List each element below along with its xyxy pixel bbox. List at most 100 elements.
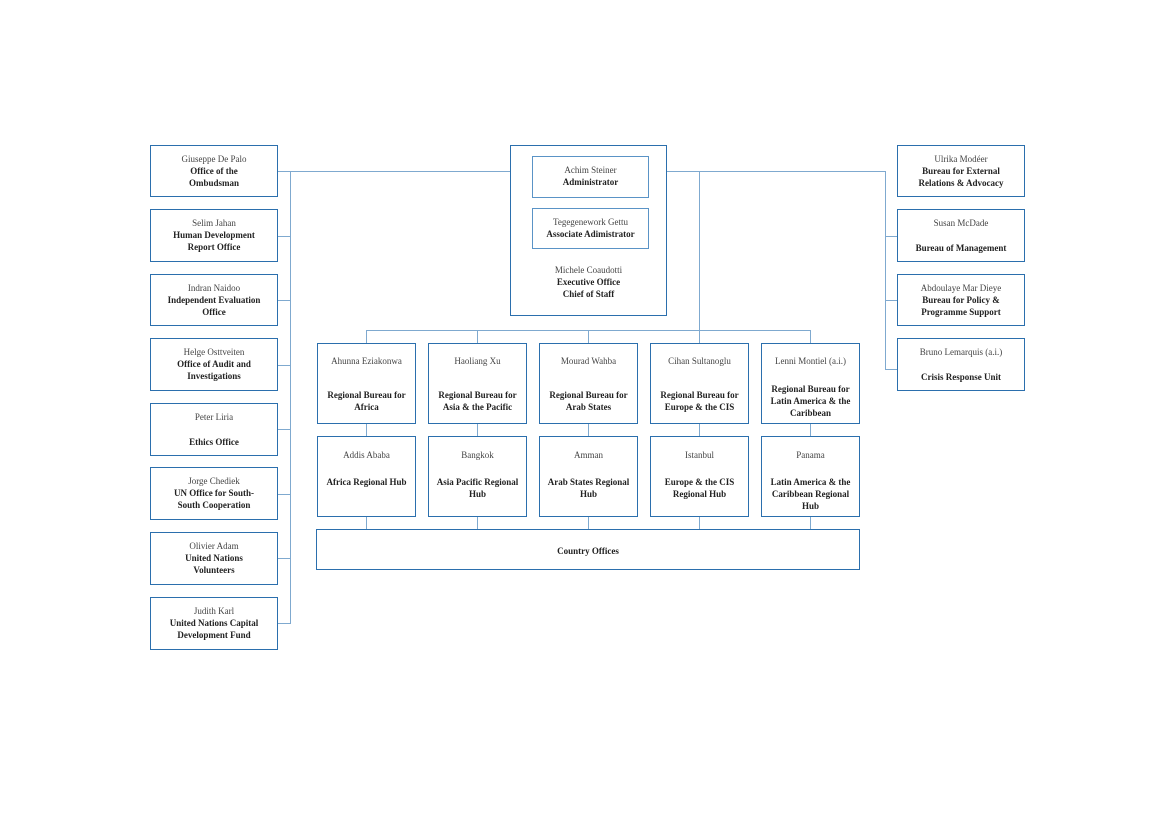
unit-title: Associate Adimistrator (546, 229, 635, 239)
org-box-evaluation: Indran Naidoo Independent Evaluation Off… (150, 274, 278, 326)
connector-bureau-hub (588, 424, 589, 436)
unit-title: Arab States Regional Hub (547, 477, 630, 499)
connector-left-stub (278, 558, 291, 559)
regional-hub-asia-pacific: Bangkok Asia Pacific Regional Hub (428, 436, 527, 517)
org-box-crisis-response: Bruno Lemarquis (a.i.) Crisis Response U… (897, 338, 1025, 391)
person-name: Lenni Montiel (a.i.) (775, 356, 846, 366)
person-name: Olivier Adam (189, 541, 239, 551)
person-name: Amman (574, 450, 603, 460)
connector-left-stub (278, 494, 291, 495)
unit-title: Crisis Response Unit (920, 372, 1001, 382)
org-box-south-south: Jorge Chediek UN Office for South-South … (150, 467, 278, 520)
person-name: Ulrika Modéer (934, 154, 988, 164)
person-name: Judith Karl (193, 606, 235, 616)
org-box-policy-programme: Abdoulaye Mar Dieye Bureau for Policy & … (897, 274, 1025, 326)
connector-right-stub (885, 369, 897, 370)
connector-left-stub (278, 300, 291, 301)
unit-title: Regional Bureau for Europe & the CIS (660, 390, 739, 412)
connector-bureau-hub (810, 424, 811, 436)
connector-right-stub (885, 236, 897, 237)
org-box-human-development: Selim Jahan Human Development Report Off… (150, 209, 278, 262)
unit-title: Asia Pacific Regional Hub (436, 477, 519, 499)
unit-title: Bureau for External Relations & Advocacy (918, 166, 1004, 188)
unit-title: Ethics Office (189, 437, 239, 447)
person-name: Helge Osttveiten (183, 347, 245, 357)
regional-bureau-africa: Ahunna Eziakonwa Regional Bureau for Afr… (317, 343, 416, 424)
unit-title: Administrator (562, 177, 619, 187)
person-name: Cihan Sultanoglu (668, 356, 731, 366)
org-box-ombudsman: Giuseppe De Palo Office of the Ombudsman (150, 145, 278, 197)
connector-hub-country (588, 517, 589, 529)
connector-left-stub (278, 429, 291, 430)
regional-hub-arab-states: Amman Arab States Regional Hub (539, 436, 638, 517)
person-name: Ahunna Eziakonwa (331, 356, 402, 366)
unit-title: United Nations Capital Development Fund (169, 618, 259, 640)
country-offices-label: Country Offices (557, 546, 619, 556)
org-box-ethics: Peter Liria Ethics Office (150, 403, 278, 456)
org-box-audit: Helge Osttveiten Office of Audit and Inv… (150, 338, 278, 391)
person-name: Tegegenework Gettu (552, 217, 629, 227)
connector-bureau-hub (699, 424, 700, 436)
connector-bureau-hub (366, 424, 367, 436)
unit-title: Bureau of Management (915, 243, 1007, 253)
regional-bureau-arab-states: Mourad Wahba Regional Bureau for Arab St… (539, 343, 638, 424)
unit-title: Executive Office Chief of Staff (556, 277, 621, 299)
unit-title: Human Development Report Office (173, 230, 255, 252)
person-name: Jorge Chediek (188, 476, 240, 486)
unit-title: Latin America & the Caribbean Regional H… (770, 477, 851, 511)
executive-office-box: Achim Steiner Administrator Tegegenework… (510, 145, 667, 316)
person-name: Achim Steiner (564, 165, 617, 175)
connector-hub-country (477, 517, 478, 529)
person-name: Indran Naidoo (187, 283, 241, 293)
connector-bureau-drop (477, 330, 478, 343)
person-name: Selim Jahan (192, 218, 236, 228)
unit-title: United Nations Volunteers (185, 553, 243, 575)
regional-hub-europe-cis: Istanbul Europe & the CIS Regional Hub (650, 436, 749, 517)
person-name: Haoliang Xu (454, 356, 501, 366)
connector-hub-country (810, 517, 811, 529)
person-name: Abdoulaye Mar Dieye (920, 283, 1002, 293)
connector-left-stub (278, 236, 291, 237)
connector-hub-country (366, 517, 367, 529)
unit-title: Independent Evaluation Office (167, 295, 261, 317)
unit-title: Office of Audit and Investigations (177, 359, 251, 381)
person-name: Istanbul (685, 450, 714, 460)
country-offices-box: Country Offices (316, 529, 860, 570)
org-box-external-relations: Ulrika Modéer Bureau for External Relati… (897, 145, 1025, 197)
connector-center-down (699, 171, 700, 330)
regional-hub-latin-america: Panama Latin America & the Caribbean Reg… (761, 436, 860, 517)
unit-title: Office of the Ombudsman (188, 166, 240, 188)
connector-right-stub (885, 300, 897, 301)
unit-title: Regional Bureau for Asia & the Pacific (438, 390, 517, 412)
executive-office-text: Michele Coaudotti Executive Office Chief… (511, 264, 666, 300)
connector-left-stub (278, 623, 291, 624)
regional-bureau-europe-cis: Cihan Sultanoglu Regional Bureau for Eur… (650, 343, 749, 424)
org-box-capital-development: Judith Karl United Nations Capital Devel… (150, 597, 278, 650)
person-name: Mourad Wahba (560, 356, 617, 366)
connector-right-vertical (885, 171, 886, 370)
associate-administrator-box: Tegegenework Gettu Associate Adimistrato… (532, 208, 649, 249)
administrator-box: Achim Steiner Administrator (532, 156, 649, 198)
person-name: Bangkok (461, 450, 494, 460)
regional-bureau-asia-pacific: Haoliang Xu Regional Bureau for Asia & t… (428, 343, 527, 424)
person-name: Peter Liria (194, 412, 234, 422)
unit-title: Regional Bureau for Africa (327, 390, 406, 412)
person-name: Giuseppe De Palo (181, 154, 247, 164)
unit-title: UN Office for South-South Cooperation (173, 488, 255, 510)
connector-left-stub (278, 365, 291, 366)
connector-hub-country (699, 517, 700, 529)
unit-title: Regional Bureau for Latin America & the … (770, 384, 851, 418)
person-name: Addis Ababa (343, 450, 390, 460)
person-name: Michele Coaudotti (554, 265, 623, 275)
person-name: Susan McDade (933, 218, 989, 228)
regional-bureau-latin-america: Lenni Montiel (a.i.) Regional Bureau for… (761, 343, 860, 424)
org-box-volunteers: Olivier Adam United Nations Volunteers (150, 532, 278, 585)
person-name: Panama (796, 450, 825, 460)
connector-bureau-drop (588, 330, 589, 343)
connector-bureau-hub (477, 424, 478, 436)
connector-left-vertical (290, 171, 291, 624)
unit-title: Europe & the CIS Regional Hub (664, 477, 735, 499)
org-box-management: Susan McDade Bureau of Management (897, 209, 1025, 262)
connector-bureau-drop (366, 330, 367, 343)
regional-hub-africa: Addis Ababa Africa Regional Hub (317, 436, 416, 517)
